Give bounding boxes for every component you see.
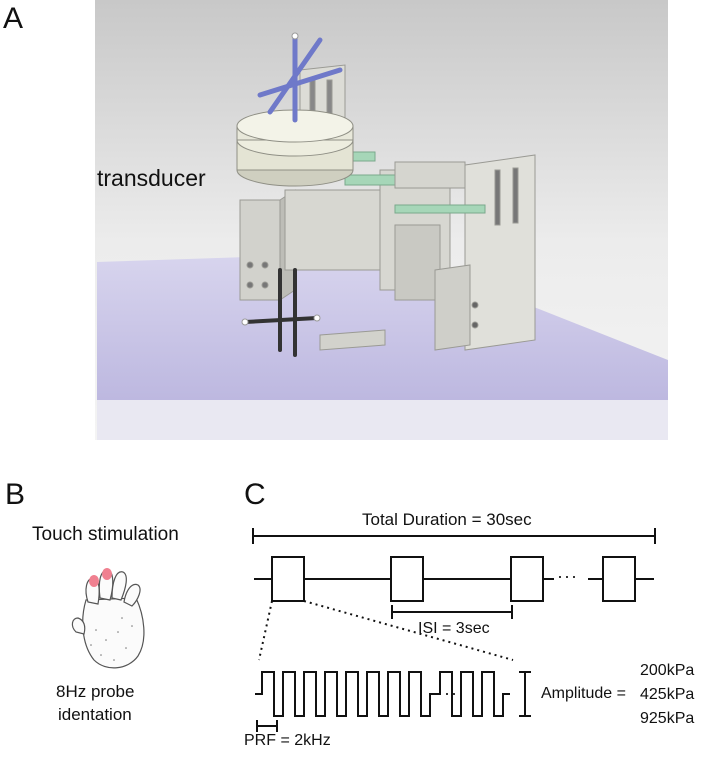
probe-caption-line1: 8Hz probe: [56, 682, 135, 701]
paw-illustration: [71, 568, 145, 669]
amplitude-value: 925kPa: [640, 710, 695, 727]
panel-c-letter: C: [244, 478, 266, 511]
total-duration-bracket: [252, 528, 656, 544]
prf-label: PRF = 2kHz: [244, 732, 331, 749]
pulse-waveform: [255, 671, 510, 717]
burst-ellipsis: ···: [557, 566, 578, 586]
amplitude-label: Amplitude =: [541, 685, 626, 702]
amplitude-value: 425kPa: [640, 686, 695, 703]
isi-bracket: [391, 605, 513, 619]
front-foot: [319, 329, 386, 351]
burst-train: [254, 556, 654, 602]
dark-rod-cross: [241, 268, 321, 357]
prf-bracket: [256, 720, 278, 732]
touch-stimulation-title: Touch stimulation: [32, 524, 179, 545]
blue-rod-cross: [257, 32, 343, 123]
right-upright: [434, 154, 536, 351]
transducer-cylinder: [236, 109, 354, 187]
total-duration-label: Total Duration = 30sec: [362, 510, 532, 529]
stereotaxic-device-render: [95, 0, 668, 440]
horizontal-rails: [339, 151, 486, 214]
amplitude-bracket: [519, 671, 531, 717]
center-body: [284, 169, 451, 301]
amplitude-value: 200kPa: [640, 662, 695, 679]
panel-b-letter: B: [5, 478, 26, 511]
transducer-label: transducer: [97, 165, 206, 191]
panel-a-letter: A: [3, 2, 24, 35]
probe-caption-line2: identation: [58, 705, 132, 724]
fingertip-markers: [89, 568, 112, 587]
pulse-ellipsis: ···: [444, 683, 465, 703]
isi-label: ISI = 3sec: [418, 620, 490, 637]
